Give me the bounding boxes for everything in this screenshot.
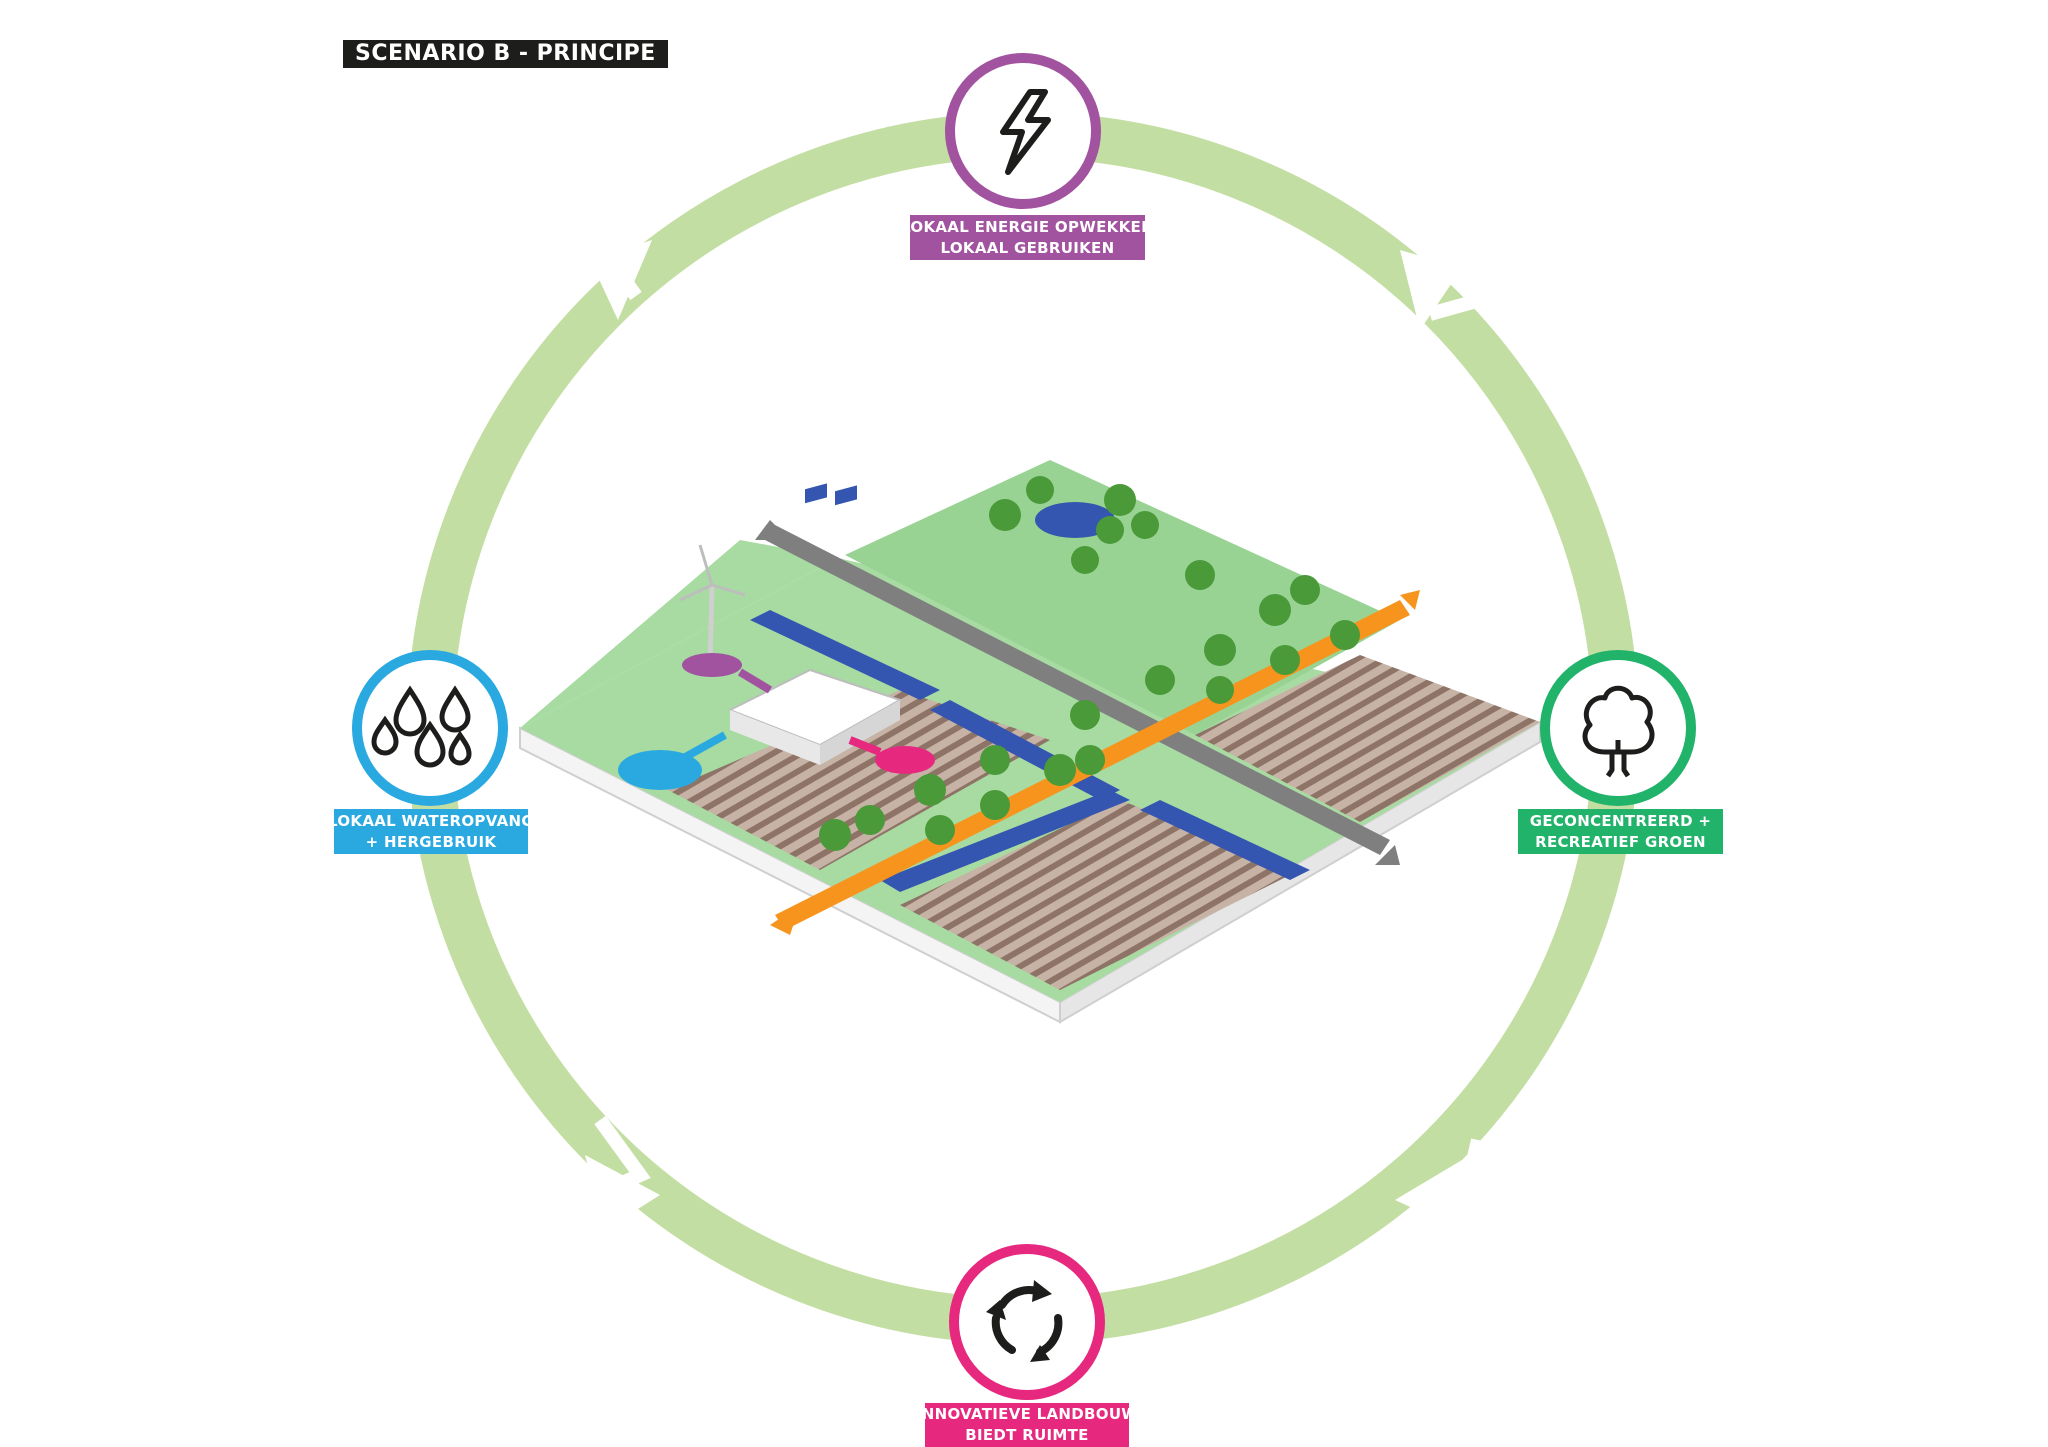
- ditch: [880, 790, 1130, 892]
- farm-building: [727, 483, 903, 765]
- energy-flow-arrow: [737, 668, 773, 694]
- pond: [1035, 502, 1115, 538]
- node-agriculture: [949, 1244, 1105, 1400]
- raindrops-icon: [371, 685, 472, 768]
- cycle-arrow-ne: [1400, 250, 1494, 330]
- wind-turbine: [679, 544, 746, 677]
- node-water: [352, 650, 508, 806]
- label-green-line2: RECREATIEF GROEN: [1535, 832, 1706, 851]
- tree-icon: [1582, 685, 1655, 778]
- landscape-illustration: [519, 460, 1541, 1024]
- label-green-line1: GECONCENTREERD +: [1529, 811, 1712, 830]
- agriculture-flow-arrow: [848, 736, 882, 756]
- field-right: [1195, 655, 1540, 822]
- trees: [819, 476, 1360, 851]
- label-agriculture-line2: BIEDT RUIMTE: [965, 1426, 1089, 1444]
- lightning-icon: [1000, 89, 1051, 175]
- recreational-green-area: [845, 460, 1400, 735]
- node-green: [1540, 650, 1696, 806]
- cycle-arrow-nw: [563, 233, 652, 320]
- cycle-arrow-se: [1395, 1138, 1485, 1230]
- tractor-pad: [875, 746, 935, 774]
- road: [765, 525, 1390, 855]
- ditch: [1140, 800, 1310, 880]
- label-green: GECONCENTREERD + RECREATIEF GROEN: [1518, 809, 1723, 854]
- cycle-arrow-sw: [582, 1115, 660, 1230]
- node-energy: [945, 53, 1101, 209]
- label-agriculture: INNOVATIEVE LANDBOUW BIEDT RUIMTE: [916, 1403, 1138, 1447]
- ditch: [750, 610, 940, 700]
- label-agriculture-line1: INNOVATIEVE LANDBOUW: [915, 1405, 1139, 1423]
- label-energy-line2: LOKAAL GEBRUIKEN: [940, 238, 1115, 257]
- label-energy-line1: LOKAAL ENERGIE OPWEKKEN: [901, 217, 1154, 236]
- field-bottom: [900, 800, 1300, 990]
- label-water-line1: LOKAAL WATEROPVANG: [328, 811, 534, 830]
- field-left: [668, 690, 1050, 870]
- label-water: LOKAAL WATEROPVANG + HERGEBRUIK: [328, 809, 534, 854]
- page-title: SCENARIO B - PRINCIPE: [343, 40, 668, 68]
- label-water-line2: + HERGEBRUIK: [365, 832, 497, 851]
- label-energy: LOKAAL ENERGIE OPWEKKEN LOKAAL GEBRUIKEN: [901, 215, 1154, 260]
- water-flow-arrow: [678, 731, 727, 764]
